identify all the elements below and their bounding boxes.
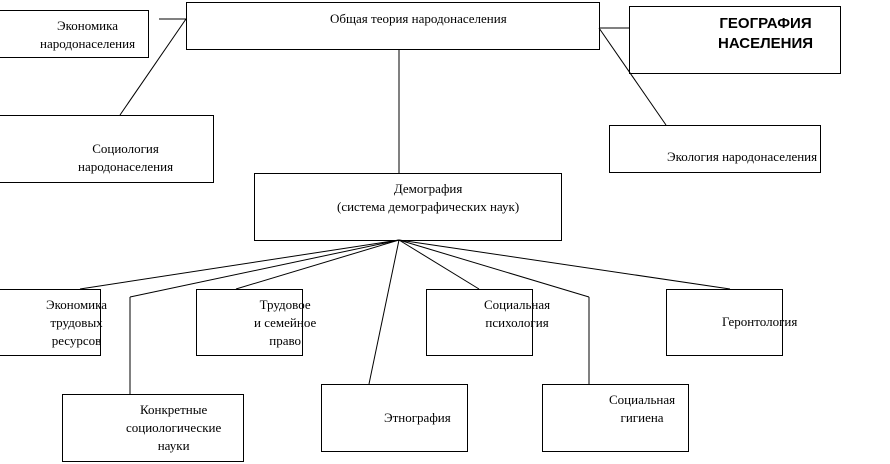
label-line: Геронтология	[722, 314, 798, 329]
box-concrete-soc	[62, 394, 244, 462]
connector-theory-sociology	[119, 18, 187, 116]
label-line: Трудовое	[259, 297, 311, 312]
label-line: ГЕОГРАФИЯ	[719, 15, 812, 32]
label-line: психология	[485, 315, 549, 330]
label-line: Социология	[92, 141, 159, 156]
label-line: народонаселения	[78, 159, 174, 174]
connector-demography-ethnography	[368, 239, 400, 385]
connector-demography-social-hygiene	[398, 239, 590, 298]
box-geography-pop	[629, 6, 841, 74]
label-gerontology: Геронтология	[722, 313, 797, 331]
box-social-psych	[426, 289, 533, 356]
label-line: Общая теория народонаселения	[330, 11, 507, 26]
label-labor-law: Трудовое и семейное право	[254, 296, 316, 350]
label-economics-pop: Экономика народонаселения	[40, 17, 135, 53]
label-line: Экономика	[57, 18, 119, 33]
box-general-theory	[186, 2, 600, 50]
box-gerontology	[666, 289, 783, 356]
box-economics-pop	[0, 10, 149, 58]
connector-demography-concrete-soc	[129, 239, 400, 298]
box-ethnography	[321, 384, 468, 452]
label-line: гигиена	[620, 410, 664, 425]
label-labor-econ: Экономика трудовых ресурсов	[46, 296, 107, 350]
label-line: право	[269, 333, 302, 348]
connector-demography-gerontology	[398, 239, 731, 290]
connector-demography-labor-law	[235, 239, 400, 290]
label-line: науки	[157, 438, 190, 453]
label-social-hygiene: Социальная гигиена	[609, 391, 675, 427]
label-demography: Демография (система демографических наук…	[337, 180, 519, 216]
connector-demography-labor-econ	[79, 239, 400, 290]
label-line: Экономика	[46, 297, 108, 312]
connector-theory-ecology	[598, 27, 667, 126]
connector-demography-social-psych	[398, 239, 480, 290]
label-line: Конкретные	[140, 402, 208, 417]
label-line: Этнография	[384, 410, 451, 425]
box-demography	[254, 173, 562, 241]
label-general-theory: Общая теория народонаселения	[330, 10, 507, 28]
label-ecology-pop: Экология народонаселения	[667, 148, 817, 166]
label-line: (система демографических наук)	[337, 199, 520, 214]
label-line: Социальная	[609, 392, 676, 407]
label-line: трудовых	[50, 315, 103, 330]
label-line: ресурсов	[51, 333, 102, 348]
label-line: социологические	[126, 420, 222, 435]
label-sociology-pop: Социология народонаселения	[78, 140, 173, 176]
label-ethnography: Этнография	[384, 409, 451, 427]
label-line: Демография	[393, 181, 463, 196]
box-social-hygiene	[542, 384, 689, 452]
box-sociology-pop	[0, 115, 214, 183]
label-concrete-soc: Конкретные социологические науки	[126, 401, 221, 455]
label-geography-pop: ГЕОГРАФИЯ НАСЕЛЕНИЯ	[718, 14, 813, 54]
label-line: народонаселения	[40, 36, 136, 51]
label-social-psych: Социальная психология	[484, 296, 550, 332]
box-ecology-pop	[609, 125, 821, 173]
label-line: Социальная	[484, 297, 551, 312]
label-line: НАСЕЛЕНИЯ	[718, 35, 814, 52]
label-line: и семейное	[254, 315, 317, 330]
label-line: Экология народонаселения	[667, 149, 818, 164]
box-labor-law	[196, 289, 303, 356]
box-labor-econ	[0, 289, 101, 356]
